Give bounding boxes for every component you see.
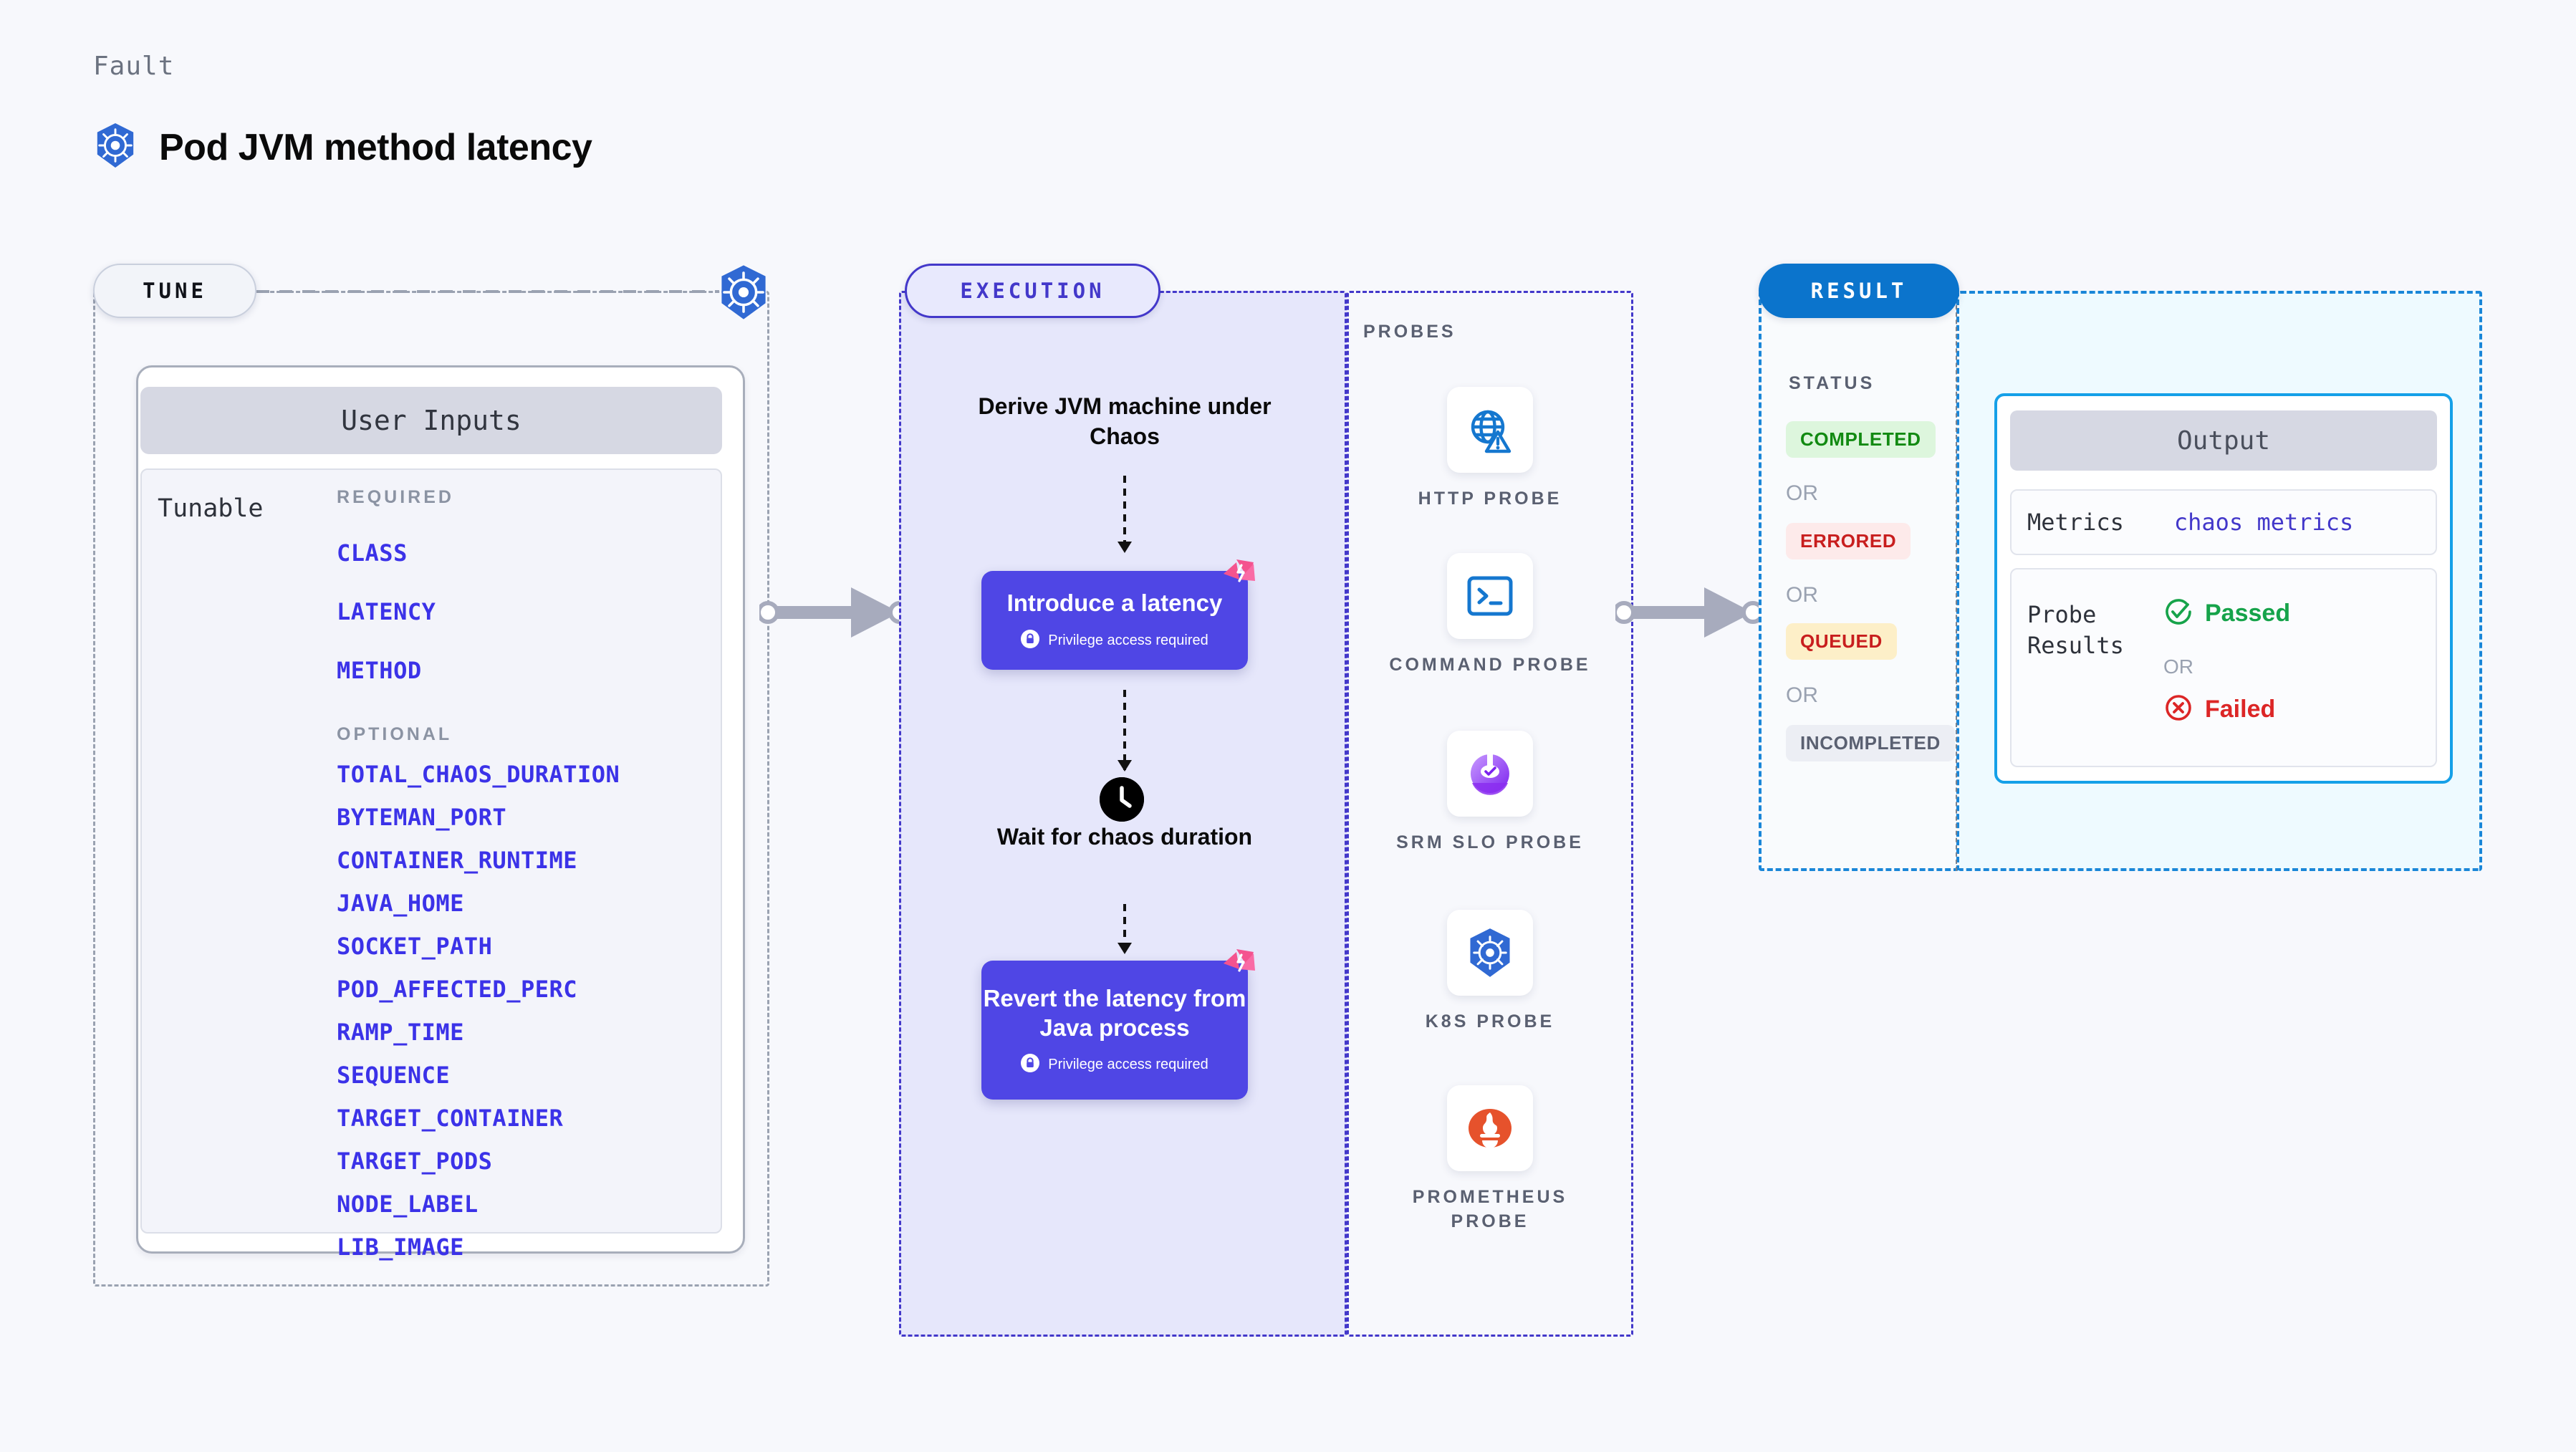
probe-label: COMMAND PROBE [1389,655,1591,675]
or-separator: OR [1786,683,1818,707]
param-item[interactable]: SOCKET_PATH [337,933,493,960]
lock-icon [1021,1054,1040,1076]
connector-execution-to-result [1615,587,1762,638]
execution-card-revert-latency[interactable]: Revert the latency from Java process Pri… [981,949,1255,1100]
tune-region [93,291,769,1287]
param-item[interactable]: NODE_LABEL [337,1191,479,1218]
probe-item-k8s[interactable]: K8S PROBE [1383,910,1597,1034]
flow-arrow [1118,904,1132,954]
card-title: Introduce a latency [1006,590,1223,617]
status-badge-queued: QUEUED [1786,623,1897,660]
probe-label: PROMETHEUS PROBE [1412,1187,1568,1231]
privilege-note-text: Privilege access required [1048,1057,1208,1073]
x-circle-icon [2163,693,2193,726]
param-item[interactable]: TOTAL_CHAOS_DURATION [337,761,620,788]
output-metrics-row: Metrics chaos metrics [2010,489,2437,555]
required-param-list: CLASS LATENCY METHOD [337,539,709,684]
required-section-label: REQUIRED [337,487,454,507]
kubernetes-icon [1447,910,1533,996]
page-eyebrow: Fault [93,52,175,81]
card-title: Revert the latency from Java process [983,984,1246,1041]
param-item[interactable]: POD_AFFECTED_PERC [337,976,578,1003]
privilege-note: Privilege access required [1021,1054,1208,1076]
litmus-chaos-icon [1218,948,1256,987]
param-item[interactable]: RAMP_TIME [337,1019,464,1046]
param-item[interactable]: BYTEMAN_PORT [337,804,507,831]
probe-label: HTTP PROBE [1418,489,1562,509]
clock-icon [1100,777,1144,822]
or-separator: OR [1786,481,1818,505]
execution-pill[interactable]: EXECUTION [905,264,1160,318]
connector-tune-to-execution [759,587,910,638]
litmus-chaos-icon [1218,558,1256,597]
probe-item-command[interactable]: COMMAND PROBE [1383,553,1597,678]
metrics-value[interactable]: chaos metrics [2173,509,2354,536]
param-item[interactable]: TARGET_PODS [337,1148,493,1175]
probe-item-srm-slo[interactable]: SRM SLO PROBE [1383,731,1597,855]
optional-param-list: TOTAL_CHAOS_DURATION BYTEMAN_PORT CONTAI… [337,761,709,1261]
flow-arrow [1118,476,1132,553]
tunable-label: Tunable [158,494,264,523]
privilege-note-text: Privilege access required [1048,632,1208,648]
user-inputs-body [140,468,722,1234]
execution-step-title-wait: Wait for chaos duration [996,824,1253,850]
param-item[interactable]: LATENCY [337,598,436,625]
page-header: Pod JVM method latency [93,122,592,173]
probe-result-passed: Passed [2163,597,2290,630]
probe-label: K8S PROBE [1425,1011,1555,1032]
param-item[interactable]: JAVA_HOME [337,890,464,917]
execution-card-introduce-latency[interactable]: Introduce a latency Privilege access req… [981,559,1255,670]
status-badge-errored: ERRORED [1786,523,1911,559]
param-item[interactable]: SEQUENCE [337,1062,451,1089]
optional-section-label: OPTIONAL [337,724,453,744]
passed-label: Passed [2205,600,2291,627]
probe-item-http[interactable]: HTTP PROBE [1383,387,1597,511]
lock-icon [1021,629,1040,652]
param-item[interactable]: METHOD [337,657,422,684]
param-item[interactable]: CLASS [337,539,408,567]
failed-label: Failed [2205,696,2276,723]
tune-connector-line [256,290,719,293]
prometheus-icon [1447,1085,1533,1171]
page-title: Pod JVM method latency [159,126,592,168]
result-pill[interactable]: RESULT [1759,264,1959,318]
param-item[interactable]: LIB_IMAGE [337,1234,464,1261]
status-badge-incompleted: INCOMPLETED [1786,725,1955,761]
execution-step-title: Derive JVM machine under Chaos [978,393,1272,450]
tune-pill[interactable]: TUNE [93,264,256,318]
probes-caption: PROBES [1363,322,1456,342]
param-item[interactable]: TARGET_CONTAINER [337,1105,564,1132]
output-title: Output [2010,410,2437,471]
probe-label: SRM SLO PROBE [1396,832,1584,852]
status-badge-completed: COMPLETED [1786,421,1936,458]
tune-kubernetes-icon [716,264,771,324]
status-caption: STATUS [1789,373,1875,393]
srm-slo-icon [1447,731,1533,817]
flow-arrow [1118,690,1132,771]
globe-warning-icon [1447,387,1533,473]
probe-item-prometheus[interactable]: PROMETHEUS PROBE [1383,1085,1597,1234]
param-item[interactable]: CONTAINER_RUNTIME [337,847,578,874]
user-inputs-title: User Inputs [140,387,722,454]
terminal-icon [1447,553,1533,639]
result-region [1759,291,1959,871]
privilege-note: Privilege access required [1021,629,1208,652]
kubernetes-icon [93,122,138,173]
or-separator: OR [1786,583,1818,607]
result-divider [1956,291,1957,871]
probe-result-failed: Failed [2163,693,2275,726]
check-circle-icon [2163,597,2193,630]
or-separator: OR [2163,655,2193,678]
metrics-key: Metrics [2027,509,2124,536]
parameter-column: REQUIRED CLASS LATENCY METHOD OPTIONAL T… [337,487,709,1261]
